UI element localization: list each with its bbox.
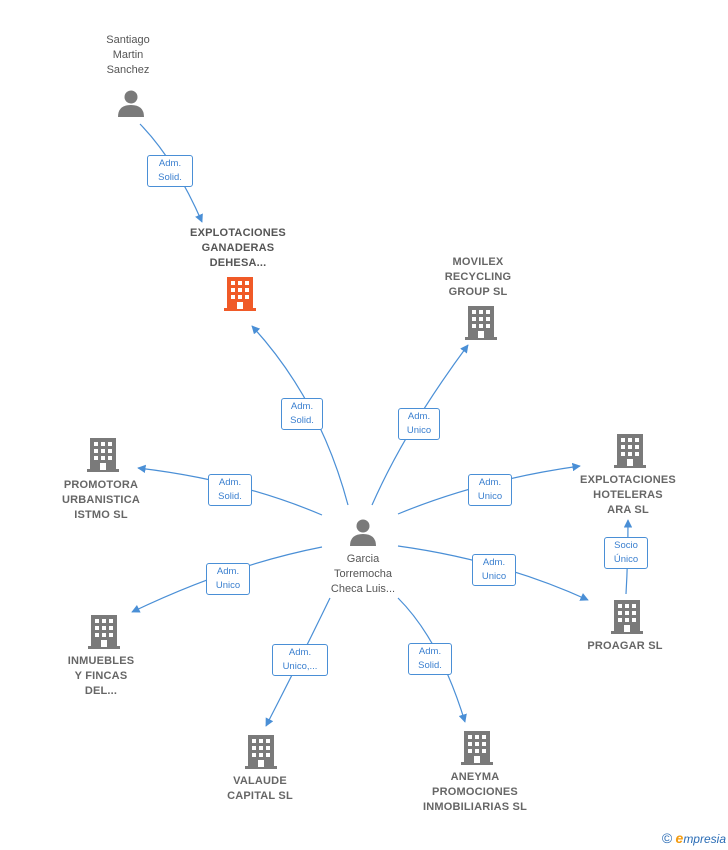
building-icon[interactable] <box>245 735 277 769</box>
copyright-icon: © <box>661 830 673 846</box>
node-label[interactable]: Santiago Martin Sanchez <box>106 34 150 76</box>
building-icon[interactable] <box>87 438 119 472</box>
building-icon[interactable] <box>614 434 646 468</box>
edge-label[interactable]: Adm. Unico <box>206 563 250 595</box>
brand-footer: © empresia <box>662 830 726 846</box>
edge-label[interactable]: Adm. Unico <box>472 554 516 586</box>
edge-label[interactable]: Adm. Solid. <box>208 474 252 506</box>
building-icon[interactable] <box>224 277 256 311</box>
node-explotaciones-hoteleras[interactable]: EXPLOTACIONES HOTELERAS ARA SL <box>568 473 688 518</box>
brand-logo-initial: e <box>675 830 684 846</box>
building-icon[interactable] <box>461 731 493 765</box>
edge-label[interactable]: Socio Único <box>604 537 648 569</box>
node-label[interactable]: EXPLOTACIONES HOTELERAS ARA SL <box>580 474 676 516</box>
node-label[interactable]: EXPLOTACIONES GANADERAS DEHESA... <box>190 227 286 269</box>
node-label[interactable]: INMUEBLES Y FINCAS DEL... <box>67 655 135 697</box>
edge-label[interactable]: Adm. Unico,... <box>272 644 328 676</box>
edge-label[interactable]: Adm. Solid. <box>281 398 323 430</box>
node-label[interactable]: Garcia Torremocha Checa Luis... <box>330 553 396 595</box>
node-label[interactable]: PROMOTORA URBANISTICA ISTMO SL <box>62 479 140 521</box>
edge-label[interactable]: Adm. Unico <box>398 408 440 440</box>
node-santiago[interactable]: Santiago Martin Sanchez <box>78 33 178 78</box>
person-icon[interactable] <box>116 88 146 118</box>
building-icon[interactable] <box>611 600 643 634</box>
node-inmuebles[interactable]: INMUEBLES Y FINCAS DEL... <box>51 654 151 699</box>
edge-label[interactable]: Adm. Solid. <box>147 155 193 187</box>
brand-logo-text: mpresia <box>683 832 726 846</box>
building-icon[interactable] <box>88 615 120 649</box>
node-label[interactable]: ANEYMA PROMOCIONES INMOBILIARIAS SL <box>422 771 528 813</box>
edge-label[interactable]: Adm. Solid. <box>408 643 452 675</box>
edge-label[interactable]: Adm. Unico <box>468 474 512 506</box>
node-aneyma[interactable]: ANEYMA PROMOCIONES INMOBILIARIAS SL <box>410 770 540 815</box>
node-promotora[interactable]: PROMOTORA URBANISTICA ISTMO SL <box>46 478 156 523</box>
node-proagar[interactable]: PROAGAR SL <box>575 639 675 654</box>
node-valaude[interactable]: VALAUDE CAPITAL SL <box>210 774 310 804</box>
node-label[interactable]: MOVILEX RECYCLING GROUP SL <box>444 256 512 298</box>
node-garcia[interactable]: Garcia Torremocha Checa Luis... <box>308 552 418 597</box>
person-icon[interactable] <box>348 517 378 547</box>
node-label[interactable]: PROAGAR SL <box>587 640 663 652</box>
node-movilex[interactable]: MOVILEX RECYCLING GROUP SL <box>418 255 538 300</box>
building-icon[interactable] <box>465 306 497 340</box>
node-explotaciones-ganaderas[interactable]: EXPLOTACIONES GANADERAS DEHESA... <box>168 226 308 271</box>
node-label[interactable]: VALAUDE CAPITAL SL <box>227 775 293 802</box>
